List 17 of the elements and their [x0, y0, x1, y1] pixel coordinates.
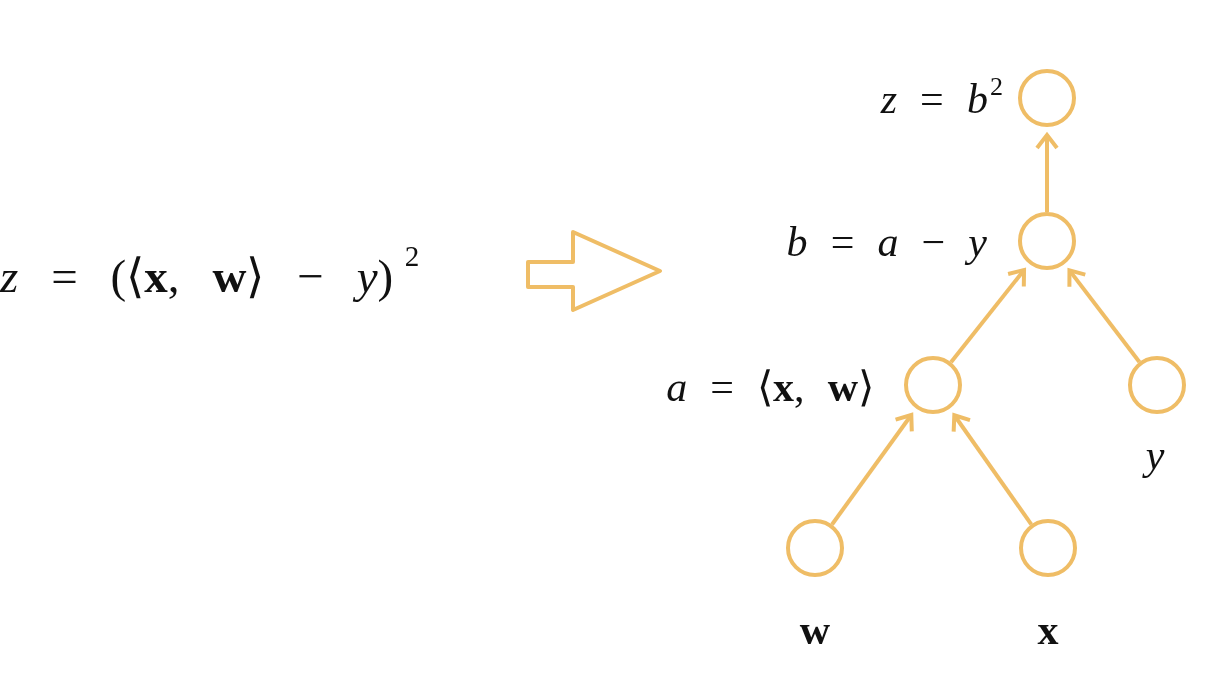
circle-node [786, 519, 844, 577]
formula: z = (⟨x, w⟩ − y)$^{2}$ [0, 249, 420, 303]
node-label: x [1037, 605, 1059, 655]
node-label: w [799, 605, 831, 655]
node-label: z = b$^{2}$ [880, 74, 1003, 124]
circle-node [1128, 356, 1186, 414]
circle-node [1019, 519, 1077, 577]
arrow [1067, 268, 1141, 364]
arrow [951, 413, 1033, 526]
node-label: a = ⟨x, w⟩ [666, 362, 874, 412]
circle-node [904, 356, 962, 414]
arrow [949, 268, 1027, 364]
arrow [1035, 133, 1059, 212]
circle-node [1018, 212, 1076, 270]
arrow [830, 412, 914, 526]
circle-node [1018, 69, 1076, 127]
node-label: b = a − y [786, 217, 987, 267]
